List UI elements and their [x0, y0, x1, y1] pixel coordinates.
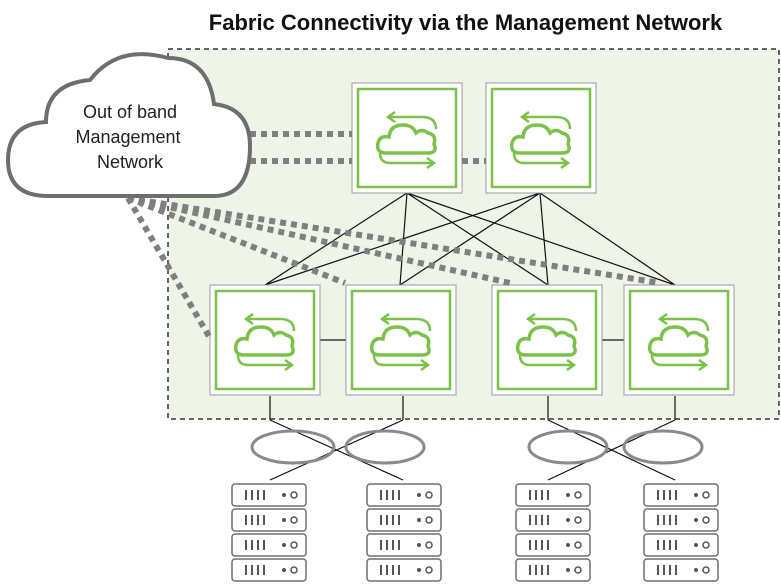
server-rack-2 [366, 483, 442, 582]
cloud-label-line-2: Management [75, 127, 180, 147]
leaf-switch-3 [490, 283, 604, 397]
cloud-label-line-1: Out of band [83, 102, 177, 122]
server-rack-3 [515, 483, 591, 582]
port-channel-ring [527, 429, 609, 465]
leaf-switch-4 [622, 283, 736, 397]
server-rack-4 [643, 483, 719, 582]
port-channel-ring [622, 429, 704, 465]
port-channel-ring [250, 429, 336, 465]
server-rack-1 [231, 483, 307, 582]
cloud-label-line-3: Network [97, 152, 164, 172]
diagram-title: Fabric Connectivity via the Management N… [208, 10, 723, 35]
management-network-cloud: Out of band Management Network [5, 52, 253, 198]
spine-switch-2 [484, 81, 598, 195]
leaf-switch-2 [344, 283, 458, 397]
management-links [125, 131, 661, 340]
spine-switch-1 [350, 81, 464, 195]
cloud-icon [5, 52, 253, 198]
leaf-switch-1 [208, 283, 322, 397]
port-channel-ring [344, 429, 426, 465]
port-channel-rings [250, 429, 704, 465]
